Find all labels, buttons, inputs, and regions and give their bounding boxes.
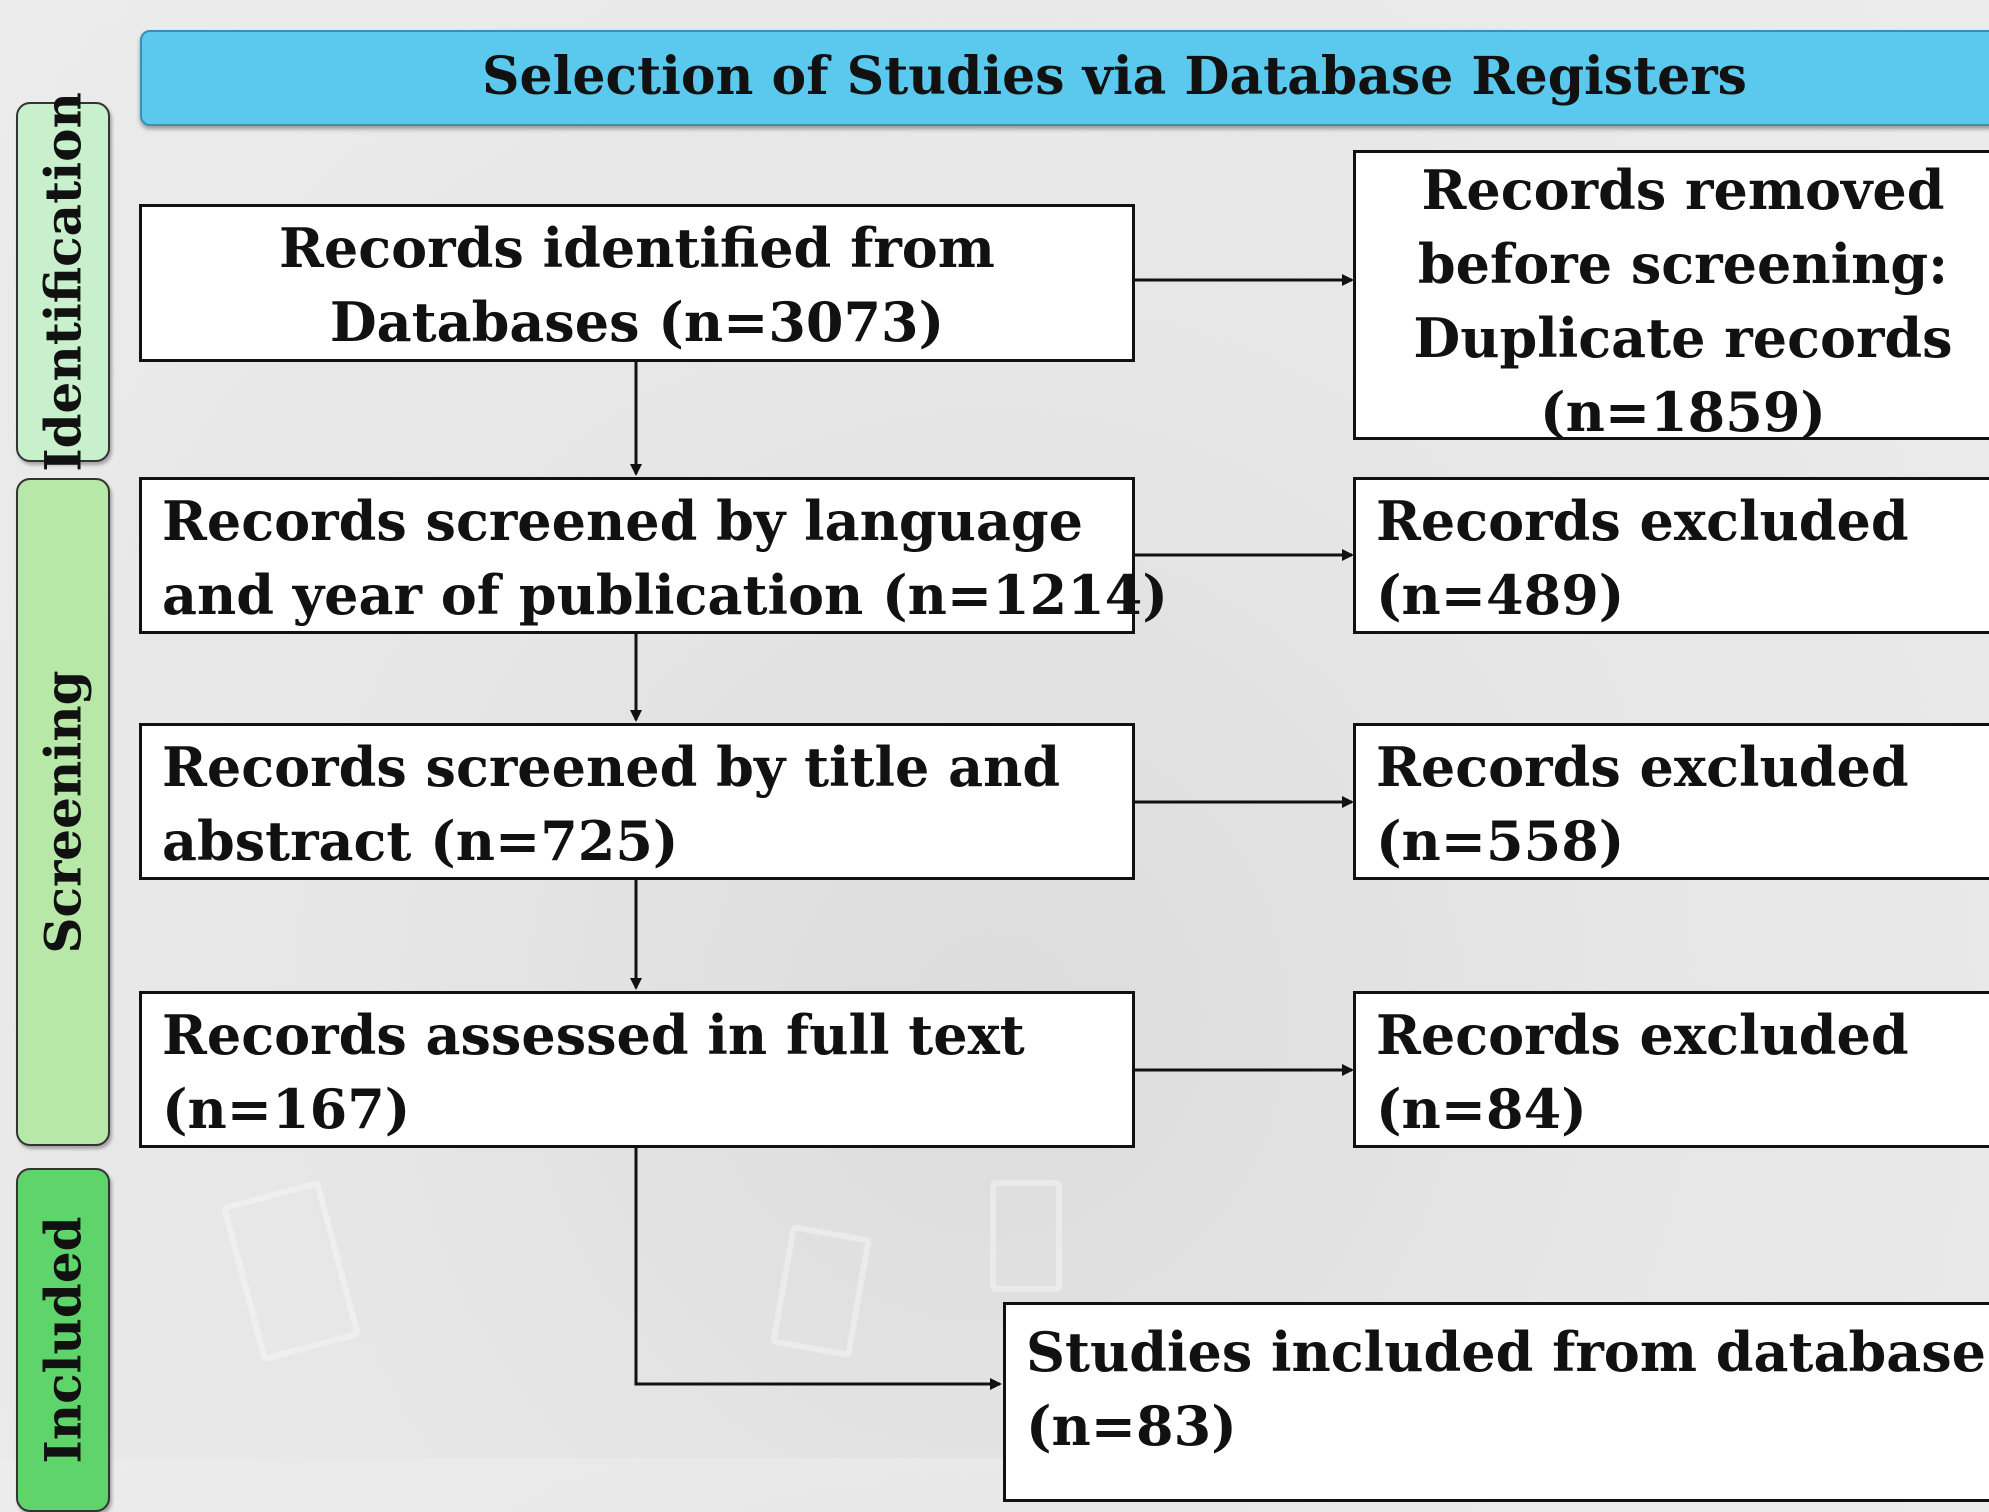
box-screened-language: Records screened by language and year of… xyxy=(139,477,1168,634)
box-line: Studies included from database xyxy=(1026,1320,1986,1384)
box-line: abstract (n=725) xyxy=(162,809,679,873)
box-line: and year of publication (n=1214) xyxy=(162,563,1168,627)
diagram-title-text: Selection of Studies via Database Regist… xyxy=(482,46,1747,107)
box-line: Records identified from xyxy=(279,216,995,280)
box-excluded-title: Records excluded (n=558) xyxy=(1353,723,1989,880)
box-assessed-full-text: Records assessed in full text (n=167) xyxy=(139,991,1135,1148)
box-screened-title: Records screened by title and abstract (… xyxy=(139,723,1135,880)
box-line: Records removed xyxy=(1421,158,1945,222)
phase-identification: Identification xyxy=(16,92,110,472)
box-line: (n=558) xyxy=(1376,809,1625,873)
box-excluded-language: Records excluded (n=489) xyxy=(1353,477,1989,634)
box-line: (n=167) xyxy=(162,1077,411,1141)
box-line: Records excluded xyxy=(1376,489,1909,553)
box-line: (n=1859) xyxy=(1540,380,1826,444)
box-line: (n=83) xyxy=(1026,1394,1237,1458)
box-studies-included: Studies included from database (n=83) xyxy=(1003,1302,1989,1502)
box-line: Records screened by language xyxy=(162,489,1083,553)
box-line: Records excluded xyxy=(1376,735,1909,799)
box-line: (n=84) xyxy=(1376,1077,1587,1141)
background-decoration xyxy=(990,1180,1062,1292)
flow-arrows xyxy=(630,274,1354,1390)
box-line: Records excluded xyxy=(1376,1003,1909,1067)
box-line: (n=489) xyxy=(1376,563,1625,627)
box-line: before screening: xyxy=(1417,232,1949,296)
box-records-identified: Records identified from Databases (n=307… xyxy=(139,204,1135,362)
box-line: Records assessed in full text xyxy=(162,1003,1025,1067)
phase-included: Included xyxy=(16,1168,110,1512)
diagram-title: Selection of Studies via Database Regist… xyxy=(140,30,1989,126)
arrow-assessed-to-included xyxy=(634,1148,1002,1390)
box-line: Duplicate records xyxy=(1413,306,1953,370)
box-line: Records screened by title and xyxy=(162,735,1061,799)
box-line: Databases (n=3073) xyxy=(329,290,945,354)
box-excluded-full-text: Records excluded (n=84) xyxy=(1353,991,1989,1148)
box-records-removed: Records removed before screening: Duplic… xyxy=(1353,150,1989,444)
phase-screening: Screening xyxy=(16,478,110,1146)
